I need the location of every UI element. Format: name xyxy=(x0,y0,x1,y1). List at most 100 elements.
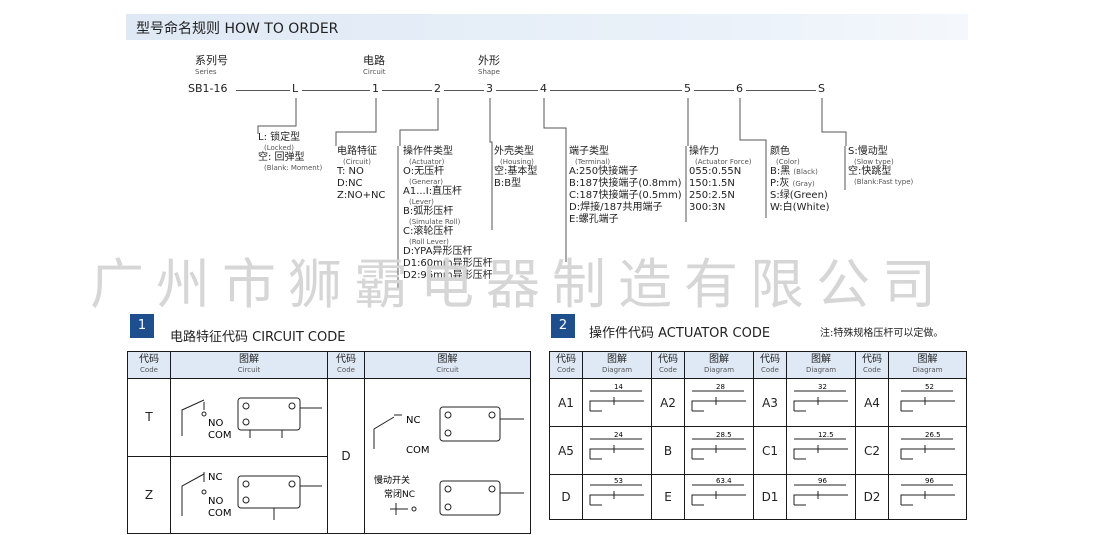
lever-diagram: 12.5 xyxy=(793,431,848,459)
actuator-code: C2 xyxy=(855,426,889,475)
terminal-detail: 端子类型(Terminal) A:250快接端子 B:187快接端子(0.8mm… xyxy=(569,146,682,225)
header-title: 型号命名规则 HOW TO ORDER xyxy=(136,21,339,37)
svg-text:NC: NC xyxy=(208,472,222,483)
code-terminal: 4 xyxy=(540,82,547,95)
lever-diagram: 52 xyxy=(900,383,955,411)
dimension-label: 28 xyxy=(716,383,725,391)
actuator-detail: 操作件类型(Actuator) O:无压杆(Generar) A1...I:直压… xyxy=(403,146,493,281)
section1-number: 1 xyxy=(130,314,154,338)
housing-detail: 外壳类型(Housing) 空:基本型 B:B型 xyxy=(494,146,538,189)
dimension-label: 52 xyxy=(925,383,934,391)
circuit-detail: 电路特征(Circuit) T: NO D:NC Z:NO+NC xyxy=(337,146,386,201)
actuator-code: E xyxy=(651,474,685,520)
actuator-diagram: 63.4 xyxy=(684,474,754,520)
code-actuator: 2 xyxy=(434,82,441,95)
section2-number: 2 xyxy=(551,314,575,338)
actuator-diagram: 12.5 xyxy=(786,426,856,475)
svg-text:COM: COM xyxy=(208,508,231,519)
divider xyxy=(694,90,734,91)
switch-diagram-t: NO COM xyxy=(181,397,322,441)
lever-diagram: 96 xyxy=(793,477,848,506)
actuator-diagram: 28 xyxy=(684,378,754,427)
circuit-code-d: D xyxy=(327,378,365,534)
circuit-diagram-d: NC COM 慢动开关 常闭NC xyxy=(364,378,531,534)
circuit-code-z: Z xyxy=(127,455,171,534)
actuator-diagram: 26.5 xyxy=(888,426,967,475)
divider xyxy=(236,90,290,91)
code-circuit: 1 xyxy=(372,82,379,95)
code-lock: L xyxy=(292,82,299,95)
color-detail: 颜色(Color) B:黑 (Black) P:灰 (Gray) S:绿(Gre… xyxy=(770,146,830,213)
code-color: 6 xyxy=(736,82,743,95)
lever-diagram: 14 xyxy=(589,383,644,411)
actuator-code: A5 xyxy=(549,426,583,475)
actuator-code: A4 xyxy=(855,378,889,427)
actuator-code: A1 xyxy=(549,378,583,427)
actuator-code: C1 xyxy=(753,426,787,475)
section-header: 型号命名规则 HOW TO ORDER xyxy=(126,14,968,40)
actuator-diagram: 28.5 xyxy=(684,426,754,475)
code-series: SB1-16 xyxy=(188,82,228,95)
lever-diagram: 63.4 xyxy=(691,477,746,506)
lever-diagram: 26.5 xyxy=(900,431,955,459)
lever-diagram: 28.5 xyxy=(691,431,746,459)
divider xyxy=(302,90,370,91)
actuator-diagram: 52 xyxy=(888,378,967,427)
code-housing: 3 xyxy=(486,82,493,95)
dimension-label: 28.5 xyxy=(716,431,732,439)
svg-text:NO: NO xyxy=(208,418,223,429)
svg-text:常闭NC: 常闭NC xyxy=(384,488,415,500)
divider xyxy=(496,90,538,91)
lever-diagram: 32 xyxy=(793,383,848,411)
lever-diagram: 53 xyxy=(589,477,644,506)
dimension-label: 53 xyxy=(614,477,623,485)
svg-text:慢动开关: 慢动开关 xyxy=(374,474,410,486)
dimension-label: 26.5 xyxy=(925,431,941,439)
dimension-label: 96 xyxy=(925,477,934,485)
divider xyxy=(444,90,484,91)
actuator-diagram: 32 xyxy=(786,378,856,427)
lever-diagram: 28 xyxy=(691,383,746,411)
action-detail: S:慢动型(Slow type) 空:快跳型(Blank:Fast type) xyxy=(848,146,914,186)
connector-lines xyxy=(257,98,847,290)
force-detail: 操作力(Actuator Force) 055:0.55N 150:1.5N 2… xyxy=(689,146,752,213)
actuator-diagram: 24 xyxy=(582,426,652,475)
switch-diagram-d: NC COM 慢动开关 常闭NC xyxy=(373,406,524,516)
actuator-diagram: 96 xyxy=(888,474,967,520)
dimension-label: 14 xyxy=(614,383,623,391)
company-watermark: 广州市狮霸电器制造有限公司 xyxy=(90,253,948,316)
svg-text:COM: COM xyxy=(406,445,429,456)
actuator-code: D1 xyxy=(753,474,787,520)
lock-detail: L: 锁定型(Locked) 空: 回弹型(Blank: Moment) xyxy=(258,132,323,172)
switch-diagram-z: NC NO COM xyxy=(181,471,322,520)
svg-text:NC: NC xyxy=(406,415,420,426)
lever-diagram: 24 xyxy=(589,431,644,459)
svg-text:COM: COM xyxy=(208,430,231,441)
actuator-code: A3 xyxy=(753,378,787,427)
circuit-diagram-z: NC NO COM xyxy=(170,455,328,534)
svg-text:NO: NO xyxy=(208,496,223,507)
section2-note: 注:特殊规格压杆可以定做。 xyxy=(820,328,944,339)
actuator-diagram: 14 xyxy=(582,378,652,427)
code-force: 5 xyxy=(684,82,691,95)
actuator-diagram: 96 xyxy=(786,474,856,520)
dimension-label: 12.5 xyxy=(818,431,834,439)
dimension-label: 24 xyxy=(614,431,623,439)
actuator-diagram: 53 xyxy=(582,474,652,520)
lever-diagram: 96 xyxy=(900,477,955,506)
actuator-code: D2 xyxy=(855,474,889,520)
circuit-diagram-t: NO COM xyxy=(170,378,328,457)
actuator-code: D xyxy=(549,474,583,520)
circuit-code-t: T xyxy=(127,378,171,457)
actuator-code: B xyxy=(651,426,685,475)
dimension-label: 96 xyxy=(818,477,827,485)
section1-title: 电路特征代码 CIRCUIT CODE xyxy=(170,330,346,345)
section2-title: 操作件代码 ACTUATOR CODE xyxy=(589,326,771,341)
divider xyxy=(382,90,432,91)
code-action: S xyxy=(818,82,825,95)
